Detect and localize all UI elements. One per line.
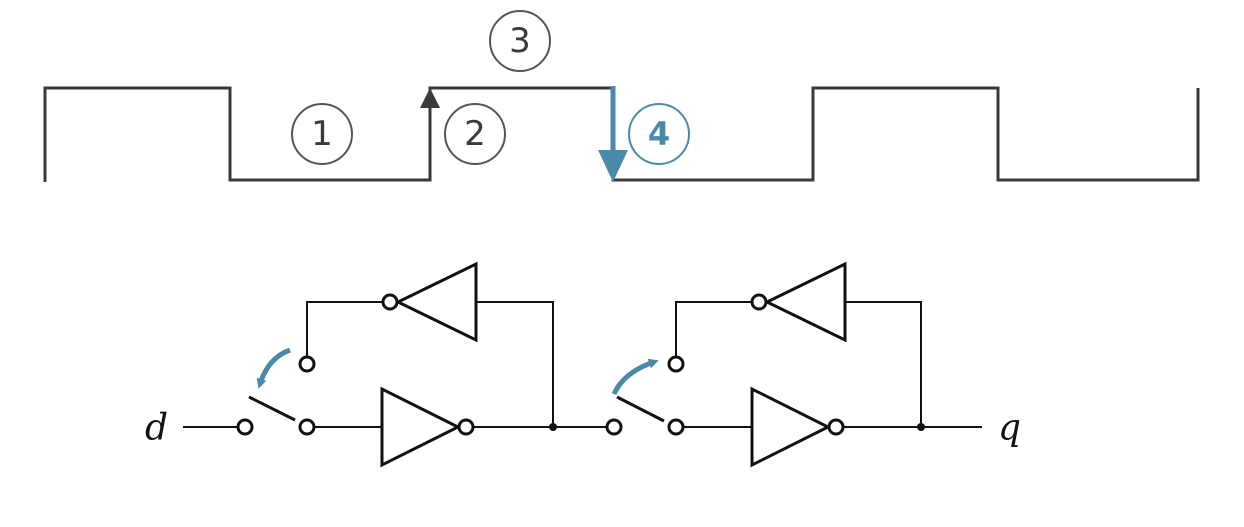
- input-label-d: d: [145, 408, 168, 449]
- step-4-number: 4: [648, 115, 670, 153]
- forward-inverter-1: [380, 386, 475, 468]
- step-3-marker: 3: [489, 10, 551, 72]
- rising-edge-arrow-icon: [420, 88, 440, 108]
- feedback-inverter-2: [675, 261, 922, 427]
- clock-waveform: [43, 86, 1200, 182]
- step-4-marker: 4: [628, 103, 690, 165]
- slave-switch-curved-arrow-icon: [611, 358, 659, 396]
- step-2-number: 2: [464, 114, 486, 154]
- forward-inverter-2: [750, 386, 845, 468]
- latch-circuit: d: [145, 261, 1021, 468]
- step-3-number: 3: [509, 21, 531, 61]
- output-label-q: q: [998, 408, 1021, 449]
- step-1-number: 1: [311, 114, 333, 154]
- feedback-inverter-1: [306, 261, 554, 427]
- step-2-marker: 2: [444, 103, 506, 165]
- falling-edge-arrow-icon: [598, 150, 628, 182]
- master-switch-curved-arrow-icon: [256, 347, 291, 389]
- master-switch: [236, 355, 316, 436]
- clock-signal-line: [43, 86, 1200, 182]
- step-1-marker: 1: [291, 103, 353, 165]
- slave-switch: [605, 355, 685, 436]
